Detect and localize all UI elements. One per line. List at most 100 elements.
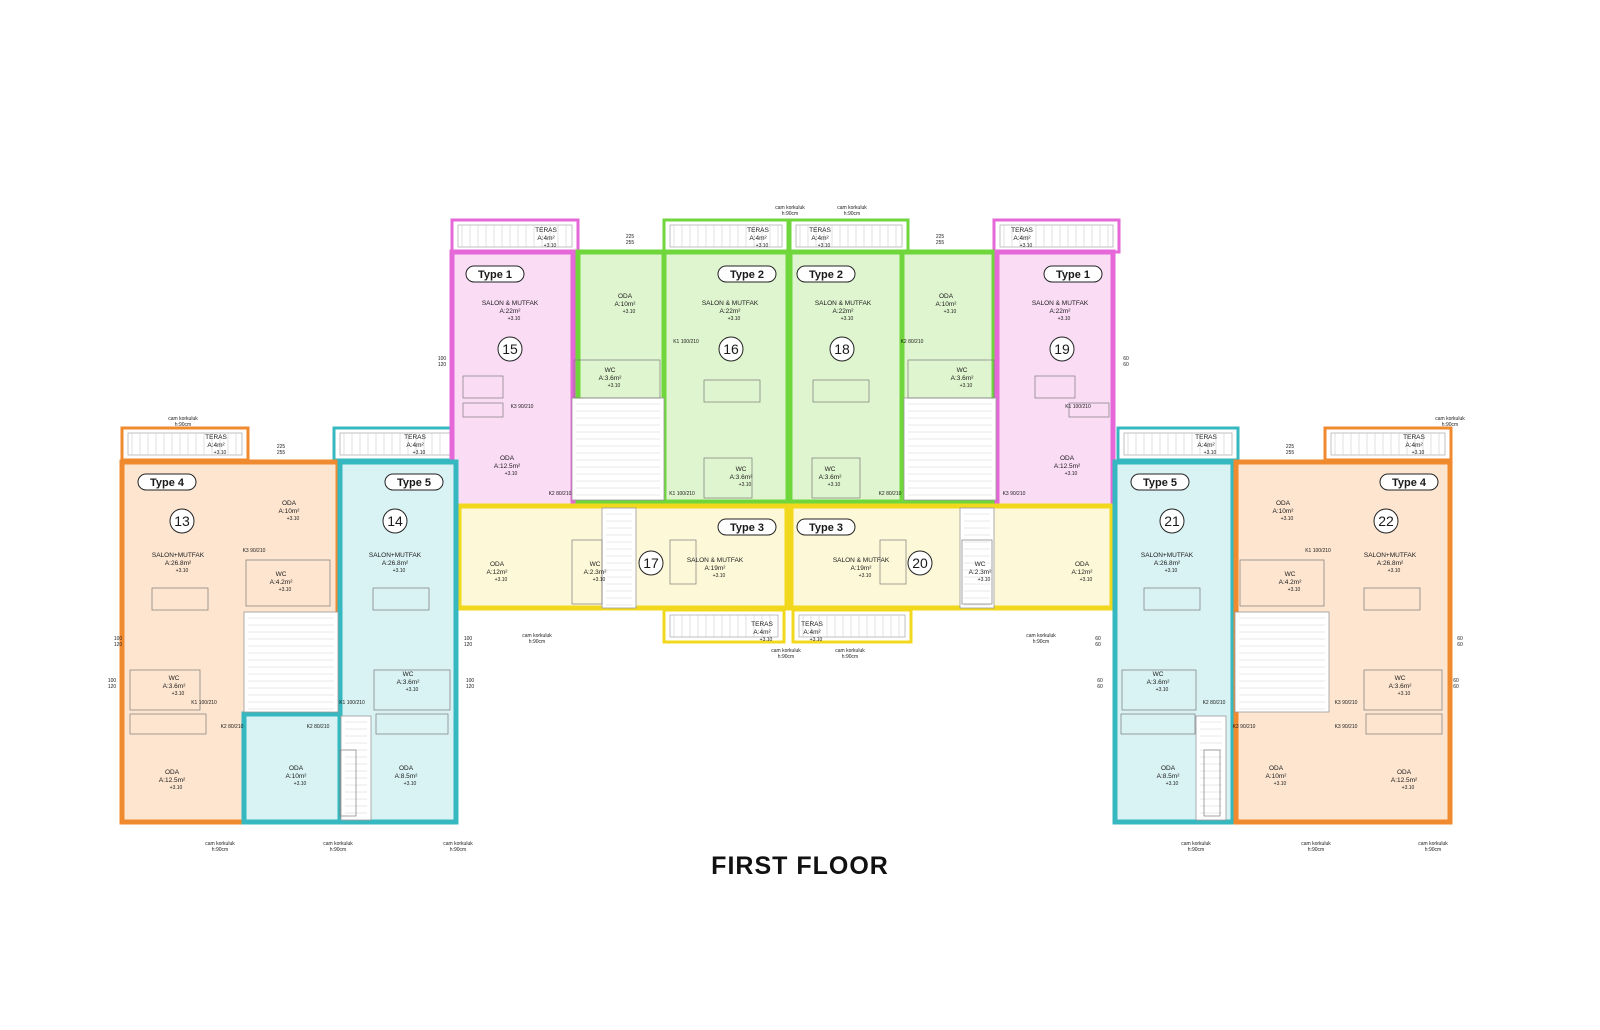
window-dim: 60 [1095, 642, 1101, 648]
stair-core [1234, 611, 1330, 713]
room-area: A:19m² [851, 565, 873, 572]
level-mark: +3.10 [960, 383, 973, 389]
window-dim: 225 [277, 444, 286, 450]
unit-outline [661, 249, 791, 505]
fixture [339, 749, 357, 817]
level-mark: +3.10 [1388, 568, 1401, 574]
room-name: WC [1153, 671, 1164, 678]
room-area: A:22m² [1050, 308, 1072, 315]
terrace-14 [332, 426, 458, 462]
stair-core [903, 397, 997, 501]
fixture [1203, 749, 1221, 817]
fixture [811, 457, 861, 499]
level-mark: +3.10 [214, 450, 227, 456]
railing-height: h:90cm [1442, 422, 1458, 428]
room-name: TERAS [1195, 434, 1217, 441]
unit-number-circle [1049, 336, 1075, 362]
level-mark: +3.10 [393, 568, 406, 574]
level-mark: +3.10 [818, 243, 831, 249]
railing-note: cam korkuluk [522, 633, 552, 639]
room-area: A:3.6m² [599, 375, 623, 382]
railing-note: cam korkuluk [835, 648, 865, 654]
unit-number: 19 [1054, 341, 1070, 357]
door-tag: K1 100/210 [673, 339, 699, 345]
type-badge-label: Type 4 [1392, 477, 1427, 489]
terrace-outline [1323, 426, 1453, 462]
terrace-13 [120, 426, 250, 462]
level-mark: +3.10 [944, 309, 957, 315]
fixture [1120, 713, 1196, 735]
door-tag: K2 80/210 [221, 724, 244, 730]
level-mark: +3.10 [756, 243, 769, 249]
room-area: A:3.6m² [397, 679, 421, 686]
door-tag: K3 90/210 [1233, 724, 1256, 730]
room-area: A:10m² [286, 773, 308, 780]
fixture [1121, 669, 1197, 711]
fixture [1365, 713, 1443, 735]
level-mark: +3.10 [1156, 687, 1169, 693]
terrace-19 [992, 218, 1121, 254]
level-mark: +3.10 [1020, 243, 1033, 249]
type-badge [465, 265, 525, 283]
door-tag: K2 80/210 [1203, 700, 1226, 706]
level-mark: +3.10 [544, 243, 557, 249]
level-mark: +3.10 [176, 568, 189, 574]
fixture [961, 539, 993, 605]
level-mark: +3.10 [1402, 785, 1415, 791]
window-dim: 225 [626, 234, 635, 240]
window-dim: 120 [466, 684, 475, 690]
room-area: A:4m² [1405, 442, 1423, 449]
room-area: A:4.2m² [270, 579, 294, 586]
terrace-inner [1330, 432, 1446, 456]
fixture [1068, 402, 1110, 418]
unit-number: 22 [1378, 513, 1394, 529]
window-dim: 100 [438, 356, 447, 362]
room-name: SALON & MUTFAK [702, 300, 759, 307]
railing-note: cam korkuluk [1181, 841, 1211, 847]
room-area: A:3.6m² [951, 375, 975, 382]
fixture [245, 559, 331, 607]
terrace-outline [791, 608, 913, 644]
door-tag: K3 90/210 [243, 548, 266, 554]
room-name: WC [1395, 675, 1406, 682]
room-area: A:26.8m² [165, 560, 192, 567]
railing-height: h:90cm [1425, 847, 1441, 853]
terrace-inner [999, 224, 1114, 248]
stair-core [601, 507, 637, 609]
room-name: ODA [1276, 500, 1291, 507]
fixture [462, 375, 504, 399]
stair-core [243, 611, 339, 713]
level-mark: +3.10 [841, 316, 854, 322]
door-tag: K3 90/210 [511, 404, 534, 410]
unit-number: 20 [912, 555, 928, 571]
room-area: A:10m² [936, 301, 958, 308]
window-dim: 60 [1457, 636, 1463, 642]
fixture [907, 359, 995, 399]
type-badge-label: Type 5 [1143, 477, 1177, 489]
door-tag: K1 100/210 [669, 491, 695, 497]
type-badge [1043, 265, 1103, 283]
unit-number-circle [718, 336, 744, 362]
window-dim: 60 [1123, 362, 1129, 368]
room-name: ODA [1075, 561, 1090, 568]
fixture [151, 587, 209, 611]
room-name: ODA [500, 455, 515, 462]
room-name: SALON+MUTFAK [1364, 552, 1417, 559]
railing-height: h:90cm [175, 422, 191, 428]
room-area: A:4m² [803, 629, 821, 636]
window-dim: 60 [1095, 636, 1101, 642]
room-area: A:4m² [1197, 442, 1215, 449]
type-badge-label: Type 4 [150, 477, 185, 489]
level-mark: +3.10 [413, 450, 426, 456]
room-name: WC [736, 466, 747, 473]
level-mark: +3.10 [1398, 691, 1411, 697]
terrace-17 [662, 608, 786, 644]
room-name: WC [975, 561, 986, 568]
room-name: WC [590, 561, 601, 568]
room-name: ODA [618, 293, 633, 300]
terrace-outline [662, 608, 786, 644]
railing-note: cam korkuluk [1418, 841, 1448, 847]
railing-note: cam korkuluk [1301, 841, 1331, 847]
